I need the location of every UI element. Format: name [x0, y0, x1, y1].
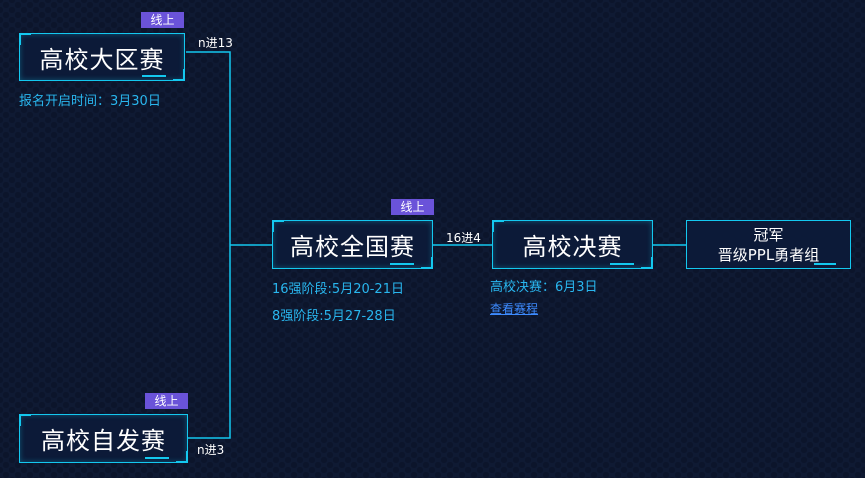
regional-stage-name: 高校大区赛 — [39, 45, 165, 74]
regional-online-badge: 线上 — [141, 12, 184, 28]
accent-bar — [814, 263, 836, 265]
national-stage-name: 高校全国赛 — [290, 233, 415, 261]
final-stage-name: 高校决赛 — [522, 233, 623, 261]
corner-decoration — [641, 257, 653, 269]
corner-decoration — [421, 257, 433, 269]
corner-decoration — [19, 33, 31, 45]
regional-signup-note: 报名开启时间：3月30日 — [19, 94, 161, 109]
accent-bar — [610, 263, 634, 265]
accent-bar — [390, 263, 414, 265]
independent-online-badge: 线上 — [145, 393, 188, 409]
national-advance-label: 16进4 — [446, 231, 481, 245]
corner-decoration — [272, 220, 284, 232]
national-round8-note: 8强阶段:5月27-28日 — [272, 309, 396, 324]
corner-decoration — [492, 220, 504, 232]
corner-decoration — [19, 414, 31, 426]
champion-promotion: 晋级PPL勇者组 — [717, 246, 820, 264]
national-stage-box[interactable]: 高校全国赛 — [272, 220, 433, 269]
regional-stage-box[interactable]: 高校大区赛 — [19, 33, 185, 81]
view-schedule-link[interactable]: 查看赛程 — [490, 302, 539, 316]
independent-stage-box[interactable]: 高校自发赛 — [19, 414, 188, 463]
national-round16-note: 16强阶段:5月20-21日 — [272, 282, 404, 297]
independent-stage-name: 高校自发赛 — [41, 427, 166, 455]
champion-title: 冠军 — [753, 226, 784, 244]
corner-decoration — [176, 451, 188, 463]
accent-bar — [142, 75, 166, 77]
corner-decoration — [173, 69, 185, 81]
independent-advance-label: n进3 — [197, 443, 225, 457]
champion-box: 冠军 晋级PPL勇者组 — [686, 220, 851, 269]
final-date-note: 高校决赛：6月3日 — [490, 280, 598, 295]
regional-advance-label: n进13 — [198, 36, 233, 50]
final-stage-box[interactable]: 高校决赛 — [492, 220, 653, 269]
connector-left-bracket — [186, 51, 231, 439]
national-online-badge: 线上 — [391, 199, 434, 215]
accent-bar — [145, 457, 169, 459]
